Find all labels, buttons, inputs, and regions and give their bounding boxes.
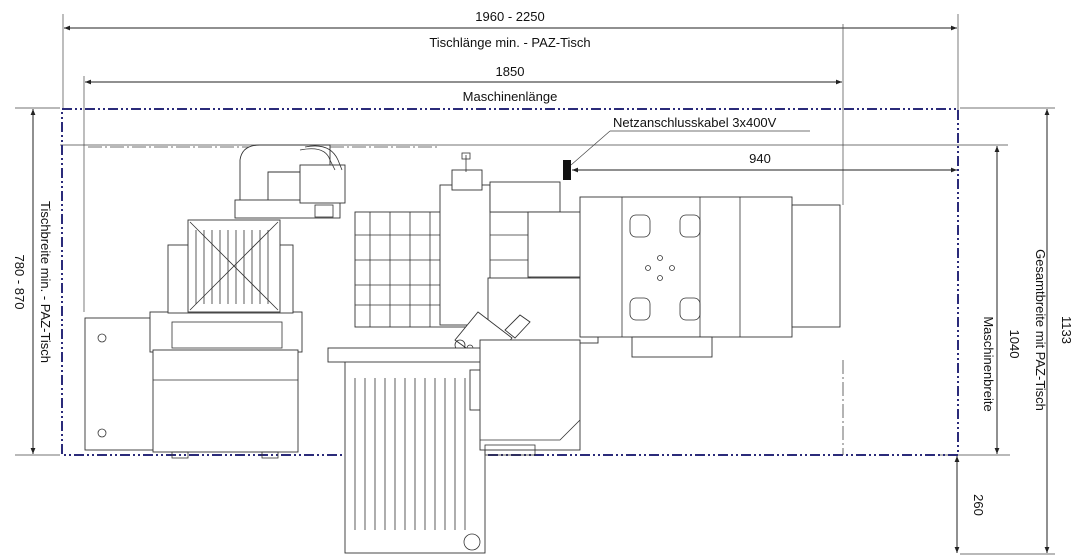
machine-length-label: Maschinenlänge xyxy=(463,89,558,104)
table-width-value: 780 - 870 xyxy=(12,255,27,310)
machine-width-label: Maschinenbreite xyxy=(981,316,996,411)
machine-length-value: 1850 xyxy=(496,64,525,79)
table-length-value: 1960 - 2250 xyxy=(475,9,544,24)
table-length-label: Tischlänge min. - PAZ-Tisch xyxy=(429,35,590,50)
dimension-total-width: 1133 Gesamtbreite mit PAZ-Tisch xyxy=(960,107,1073,555)
dimension-machine-length: 1850 Maschinenlänge xyxy=(83,24,844,312)
power-cable-callout: Netzanschlusskabel 3x400V xyxy=(563,115,810,180)
overhang-value: 260 xyxy=(971,494,986,516)
machine-width-value: 1040 xyxy=(1007,330,1022,359)
dimension-cable-offset: 940 xyxy=(572,151,957,173)
power-cable-connector xyxy=(563,160,571,180)
dimension-machine-width: 1040 Maschinenbreite xyxy=(60,144,1022,454)
dimension-overhang: 260 xyxy=(940,454,1010,553)
total-width-value: 1133 xyxy=(1059,316,1073,344)
machine-drawing xyxy=(84,144,841,554)
total-width-label: Gesamtbreite mit PAZ-Tisch xyxy=(1033,249,1048,411)
dimension-table-length: 1960 - 2250 Tischlänge min. - PAZ-Tisch xyxy=(62,9,959,110)
dimension-table-width: 780 - 870 Tischbreite min. - PAZ-Tisch xyxy=(12,107,60,456)
cable-offset-value: 940 xyxy=(749,151,771,166)
table-width-label: Tischbreite min. - PAZ-Tisch xyxy=(38,201,53,363)
power-cable-label: Netzanschlusskabel 3x400V xyxy=(613,115,777,130)
